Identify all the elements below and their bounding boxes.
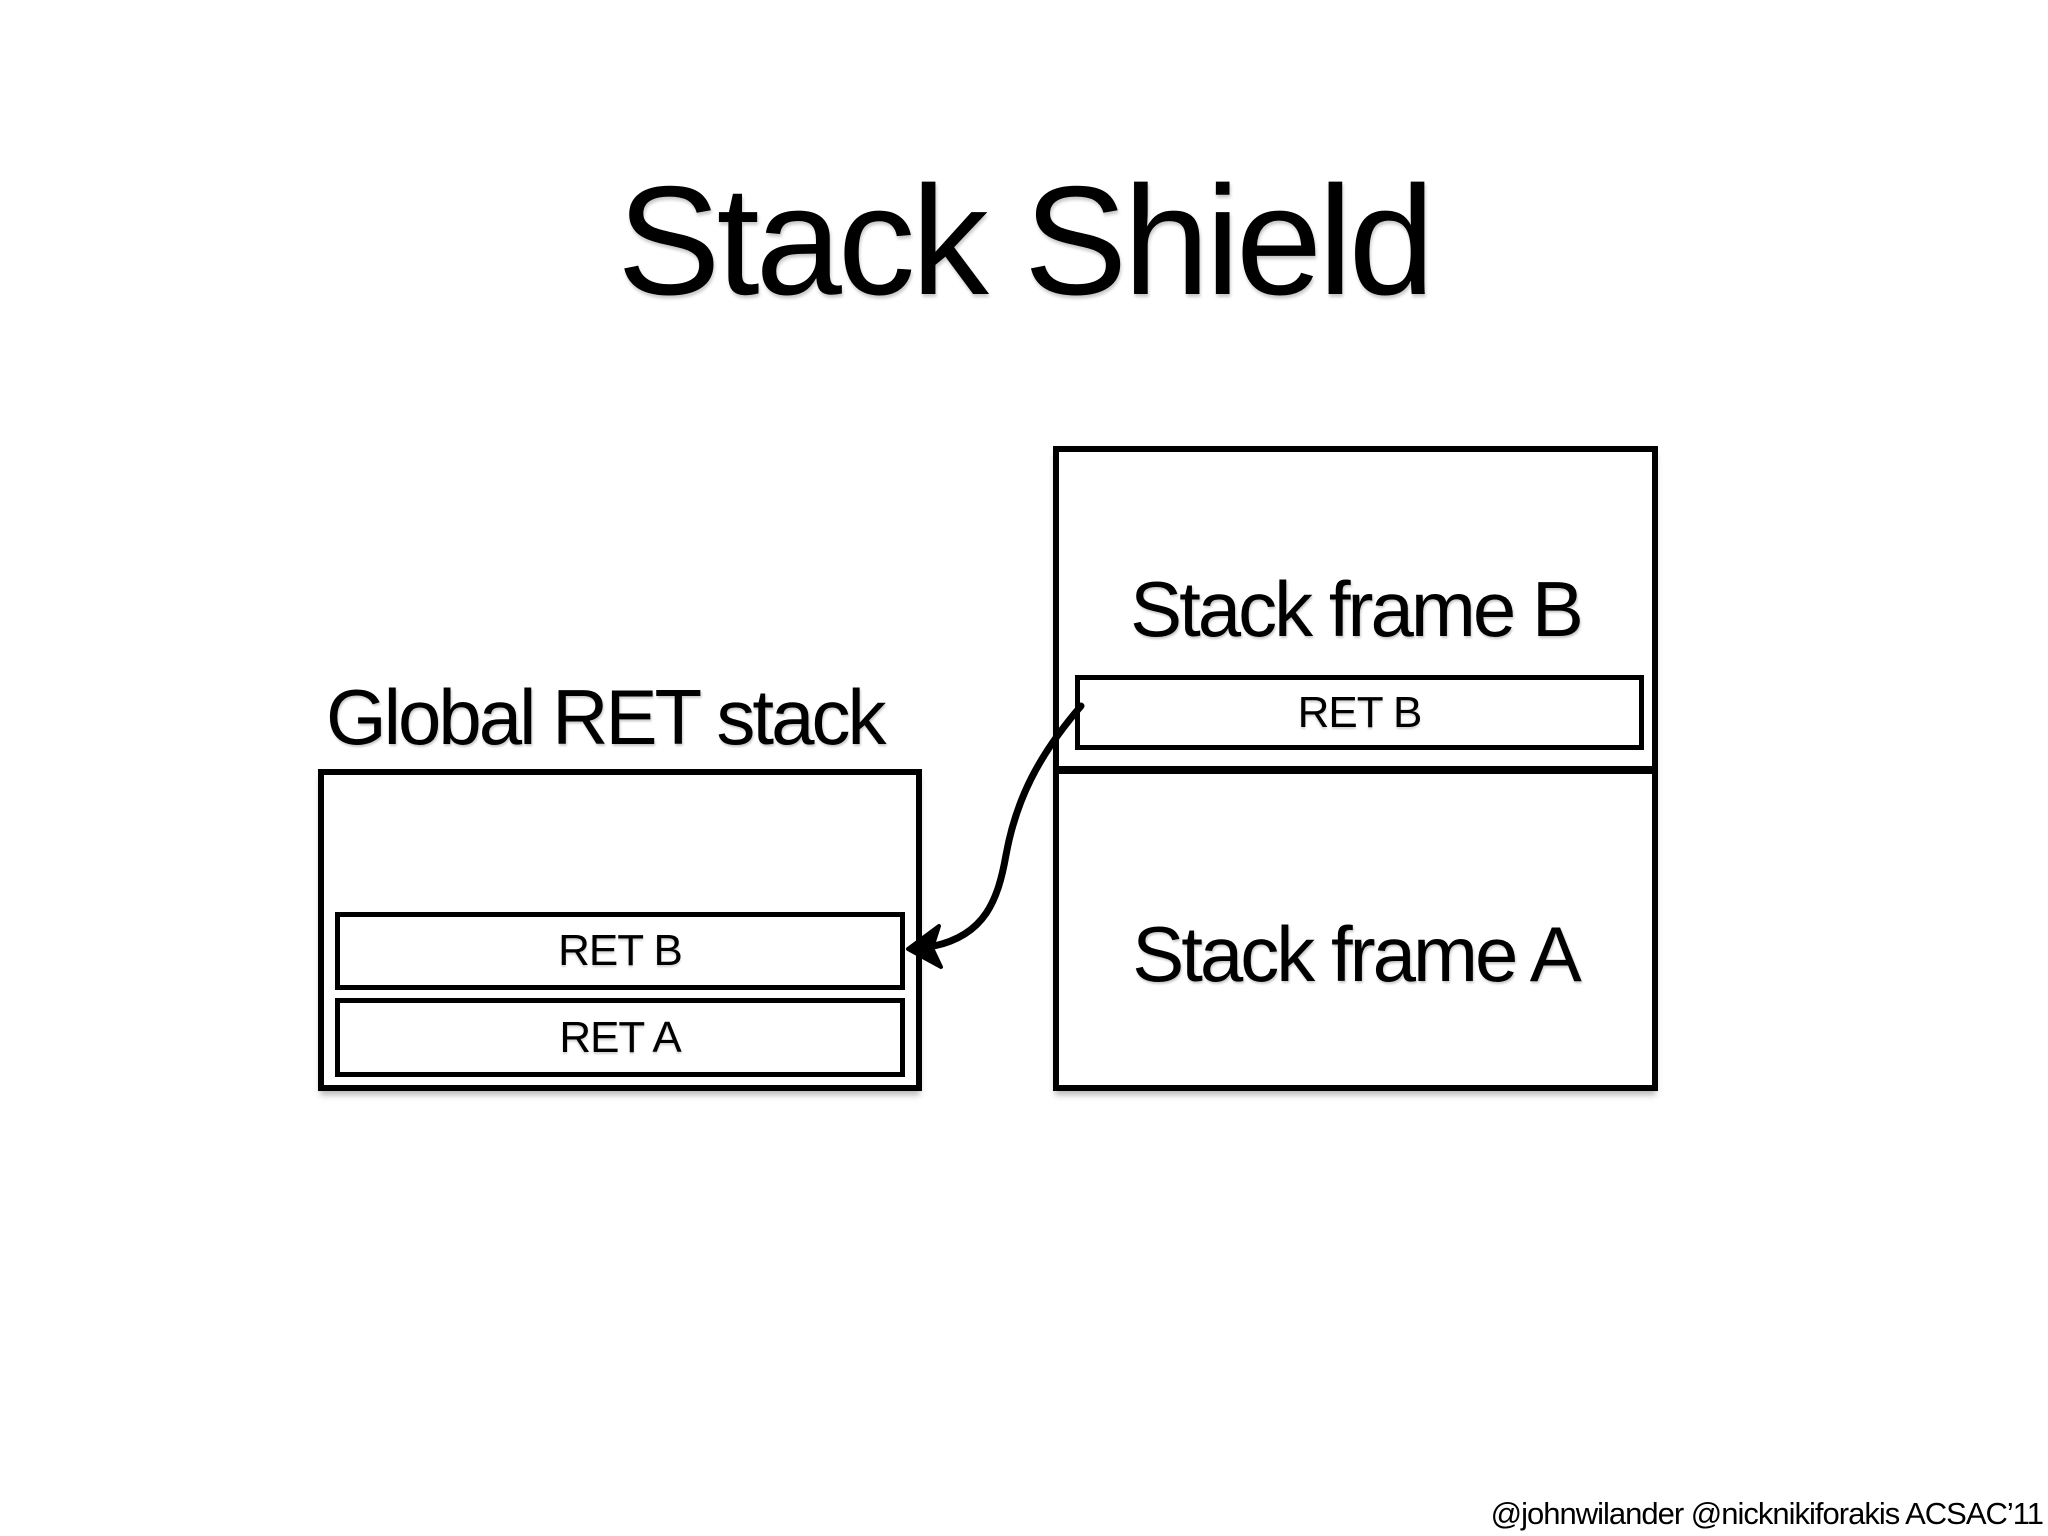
stack-frame-b-label: Stack frame B	[1130, 565, 1584, 653]
global-ret-slot-b: RET B	[335, 912, 905, 990]
stack-frame-a-label: Stack frame A	[1132, 910, 1582, 998]
frame-divider-line	[1056, 766, 1655, 774]
stack-frame-b-ret-slot: RET B	[1075, 675, 1644, 750]
global-ret-slot-a: RET A	[335, 998, 905, 1077]
slide-title: Stack Shield	[617, 154, 1435, 327]
attribution-footer: @johnwilander @nicknikiforakis ACSAC’11	[1490, 1496, 2044, 1531]
global-ret-stack-label: Global RET stack	[326, 673, 886, 761]
